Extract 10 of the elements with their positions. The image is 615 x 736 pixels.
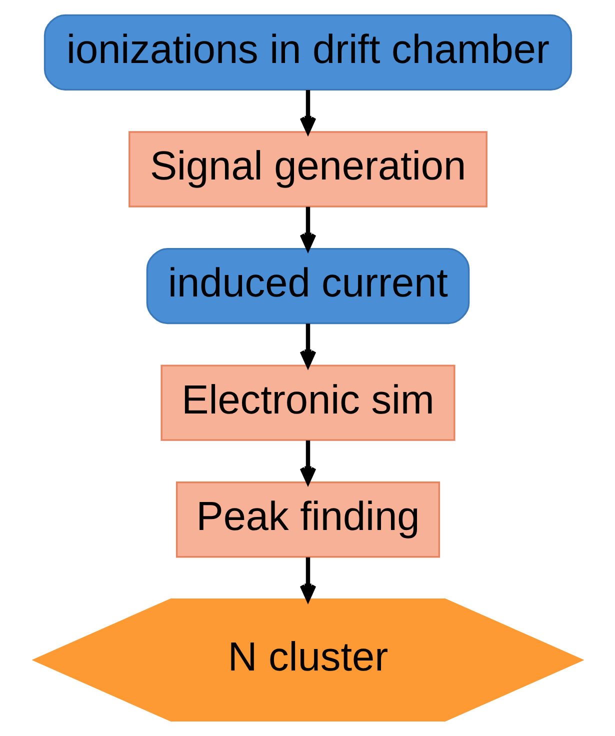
arrow <box>299 440 316 484</box>
node-box: Peak finding <box>175 482 440 558</box>
arrow <box>299 206 316 250</box>
arrow <box>299 324 316 368</box>
arrow <box>299 90 316 134</box>
node-box: Electronic sim <box>160 364 455 441</box>
arrow <box>299 557 316 602</box>
node-box: induced current <box>146 248 470 324</box>
node-box: ionizations in drift chamber <box>43 14 572 91</box>
node-box: Signal generation <box>128 131 487 208</box>
